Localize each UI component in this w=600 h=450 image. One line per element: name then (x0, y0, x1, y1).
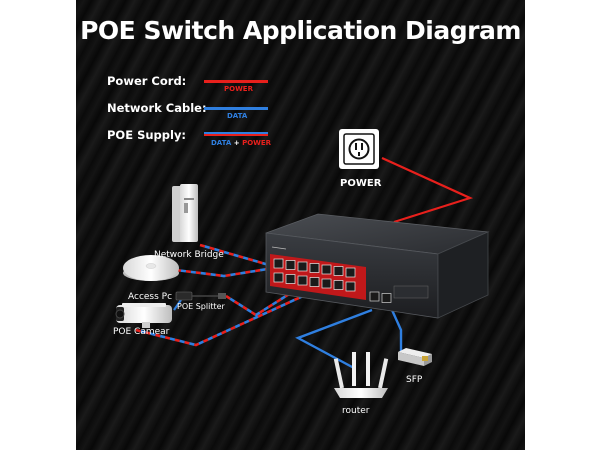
power-outlet-icon (339, 129, 379, 169)
poe-splitter-label: POE Splitter (177, 302, 225, 311)
sfp-label: SFP (406, 375, 423, 385)
switch-status-panel (393, 285, 429, 299)
poe-camera-label: POE Camear (113, 327, 170, 337)
sfp-module-icon (398, 348, 432, 366)
legend-poe-supply-label: POE Supply: (107, 128, 187, 142)
power-cord-outlet-to-switch (381, 156, 474, 224)
data-cable-splitter-to-camera (173, 299, 182, 311)
switch-ports (273, 258, 356, 292)
diagram-title: POE Switch Application Diagram (80, 16, 521, 45)
legend-poe-tag: DATA + POWER (211, 139, 271, 147)
diagram-panel: POE Switch Application Diagram Power Cor… (76, 0, 525, 450)
legend-power-cord-label: Power Cord: (107, 74, 187, 88)
data-cable-router (295, 308, 373, 370)
legend-poe-tag-data: DATA (211, 139, 232, 147)
network-bridge-icon (172, 184, 198, 242)
legend-data-line (204, 107, 268, 110)
uplink-ports (369, 291, 392, 303)
data-cable-sfp (390, 309, 403, 352)
router-icon (333, 352, 389, 398)
router-label: router (342, 406, 370, 416)
poe-cable-poe-camera (135, 278, 339, 347)
network-bridge-label: Network Bridge (154, 250, 224, 260)
power-label: POWER (340, 178, 382, 189)
diagram-graphics (115, 129, 490, 398)
legend-data-tag: DATA (227, 112, 248, 120)
access-pc-icon (123, 255, 179, 281)
legend-power-tag: POWER (224, 85, 253, 93)
legend-network-cable-label: Network Cable: (107, 101, 207, 115)
legend-power-line (204, 80, 268, 83)
legend-poe-tag-plus: + (233, 139, 240, 147)
legend-poe-tag-power: POWER (242, 139, 272, 147)
access-pc-label: Access Pc (128, 292, 173, 302)
poe-camera-icon (115, 303, 172, 328)
legend-poe-data-line (204, 132, 268, 134)
legend-poe-power-line (204, 134, 268, 136)
poe-switch (265, 213, 490, 319)
poe-splitter-icon (175, 291, 226, 301)
